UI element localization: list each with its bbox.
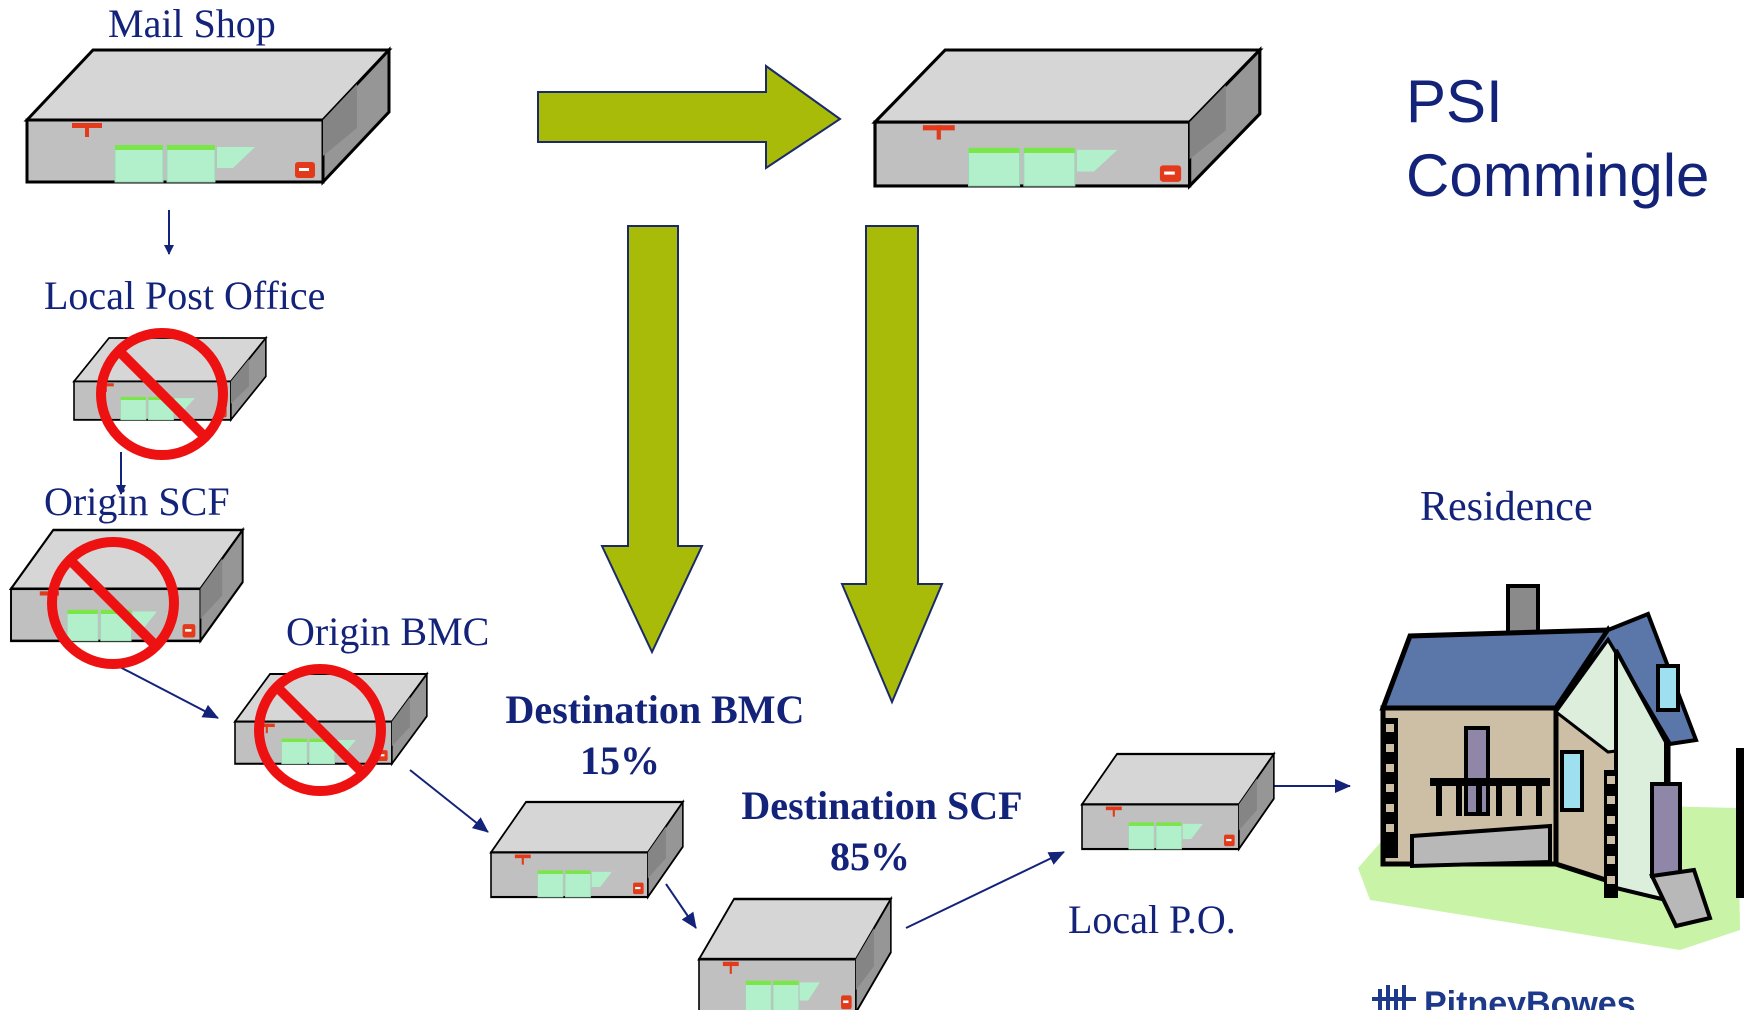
psi-commingle-building-icon [873,48,1262,188]
destination-bmc-building-icon [489,800,684,899]
label-origin-scf: Origin SCF [44,479,230,524]
house-icon [1358,584,1744,950]
label-destination-bmc: Destination BMC [505,687,805,732]
arrow-originbmc-to-destbmc [409,769,489,833]
title-commingle: Commingle [1406,142,1710,209]
pitney-bowes-logo-icon [1372,985,1416,1011]
arrow-originscf-to-originbmc [117,665,219,719]
mail-shop-building-icon [25,48,391,184]
label-mail-shop: Mail Shop [108,1,276,46]
big-arrow-down-right [840,225,944,705]
arrow-destbmc-to-destscf [665,883,697,929]
label-destination-scf-share: 85% [830,834,910,879]
pitney-bowes-logo: PitneyBowes [1372,985,1692,1010]
label-local-post-office: Local Post Office [44,273,326,318]
label-destination-bmc-share: 15% [580,738,660,783]
local-po-building-icon [1080,752,1275,851]
title-psi: PSI [1406,68,1503,135]
label-destination-scf: Destination SCF [741,783,1023,828]
label-origin-bmc: Origin BMC [286,609,490,654]
destination-scf-building-icon [697,897,893,1014]
label-residence: Residence [1420,484,1593,530]
big-arrow-down-left [600,225,704,655]
arrow-destscf-to-localpo [905,851,1065,929]
big-arrow-right [537,64,842,170]
logo-text: PitneyBowes [1424,985,1636,1010]
label-local-po: Local P.O. [1068,897,1236,942]
